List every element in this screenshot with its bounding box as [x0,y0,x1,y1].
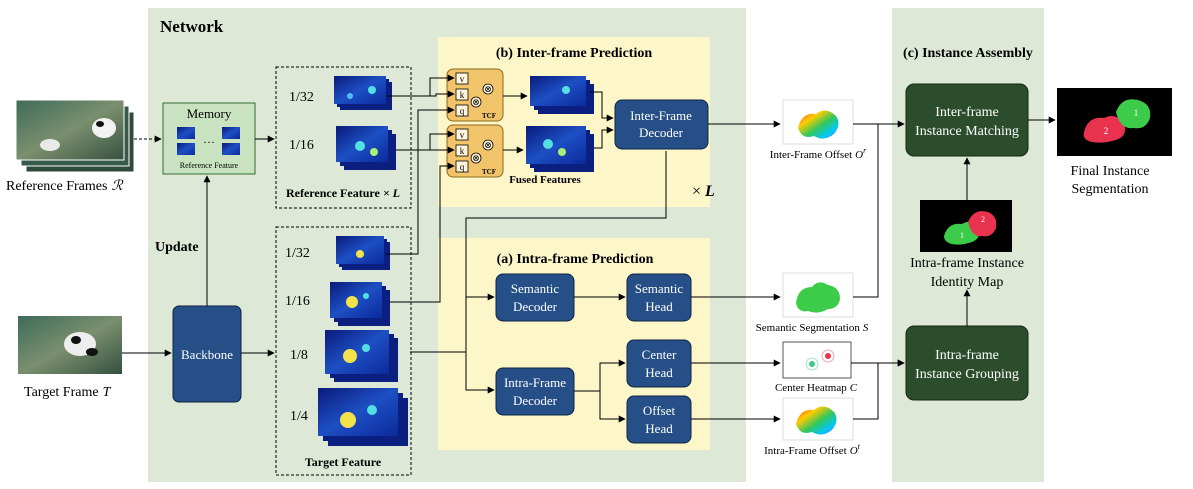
tcf-top-name: TCF [482,112,496,120]
tcf-top-v: v [460,74,465,84]
tcf-bottom-mult2: ⊗ [472,153,480,163]
instance-matching-line1: Inter-frame [935,105,998,120]
ref-scale-16: 1/16 [289,138,314,153]
tcf-top-q: q [460,106,465,116]
identity-caption-line1: Intra-frame Instance [910,256,1024,271]
final-id-1: 1 [1134,108,1139,118]
semantic-head-line2: Head [645,299,673,314]
identity-caption-line2: Identity Map [931,275,1004,290]
assembly-title: (c) Instance Assembly [903,46,1033,61]
inter-frame-title: (b) Inter-frame Prediction [496,46,652,61]
final-segmentation-image [1057,88,1172,156]
target-feature-box [275,226,412,476]
ref-scale-32: 1/32 [289,90,314,105]
memory-caption: Reference Feature [180,161,239,170]
tcf-bottom-mult: ⊗ [484,140,492,150]
tcf-top-k: k [460,90,465,100]
semantic-segmentation-image [782,272,854,318]
inter-frame-decoder-line2: Decoder [639,125,684,140]
tgt-scale-16: 1/16 [285,294,310,309]
center-heatmap-image [782,341,852,379]
tcf-bottom-k: k [460,146,465,156]
tcf-bottom-v: v [460,130,465,140]
times-l-label: × L [692,183,715,200]
tgt-feature-map-32 [336,236,390,270]
memory-dots: ··· [203,135,215,149]
ref-feature-map-16 [336,126,396,170]
intra-frame-decoder-line2: Decoder [513,393,558,408]
instance-matching-box [905,83,1029,157]
reference-frames-image [15,99,135,173]
offset-head-line1: Offset [643,403,676,418]
tgt-feature-map-4 [318,388,408,446]
tcf-top-mult2: ⊗ [472,97,480,107]
instance-grouping-line2: Instance Grouping [915,367,1019,382]
network-title: Network [160,17,224,36]
intra-frame-title: (a) Intra-frame Prediction [497,252,654,267]
reference-feature-caption: Reference Feature× L [286,186,400,200]
ref-feature-map-32 [334,76,392,110]
identity-map-image [920,200,1012,252]
inter-frame-decoder-line1: Inter-Frame [630,108,692,123]
tcf-bottom-q: q [460,162,465,172]
update-label: Update [155,240,199,255]
tgt-scale-4: 1/4 [290,409,308,424]
intra-frame-decoder-line1: Intra-Frame [504,375,566,390]
memory-title: Memory [187,106,232,121]
tcf-bottom-name: TCF [482,168,496,176]
semantic-head-line1: Semantic [635,281,684,296]
identity-id-1: 1 [960,231,964,240]
tgt-scale-32: 1/32 [285,246,310,261]
final-caption-line2: Segmentation [1072,182,1149,197]
fused-feature-map-bottom [526,126,594,172]
center-head-line1: Center [642,347,677,362]
target-feature-caption: Target Feature [305,455,382,469]
instance-matching-line2: Instance Matching [915,124,1019,139]
final-id-2: 2 [1104,126,1109,136]
connectors [122,74,1056,423]
semantic-decoder-line1: Semantic [511,281,560,296]
semantic-decoder-line2: Decoder [513,299,558,314]
inter-frame-offset-image [782,99,854,145]
fused-features-caption: Fused Features [509,174,581,186]
center-head-line2: Head [645,365,673,380]
backbone-label: Backbone [181,347,233,362]
offset-head-line2: Head [645,421,673,436]
identity-id-2: 2 [981,215,985,224]
final-caption-line1: Final Instance [1071,164,1150,179]
target-frame-image [18,316,122,374]
tgt-feature-map-16 [330,282,390,326]
tcf-block-top [446,68,504,122]
fused-feature-map-top [530,76,594,114]
tcf-top-mult: ⊗ [484,84,492,94]
reference-feature-box [275,66,412,209]
instance-grouping-line1: Intra-frame [935,348,999,363]
tgt-scale-8: 1/8 [290,348,308,363]
instance-grouping-box [905,325,1029,401]
tgt-feature-map-8 [325,330,398,382]
tcf-block-bottom [446,124,504,178]
intra-frame-offset-image [782,397,854,441]
memory-feature-thumbnails [177,127,240,155]
